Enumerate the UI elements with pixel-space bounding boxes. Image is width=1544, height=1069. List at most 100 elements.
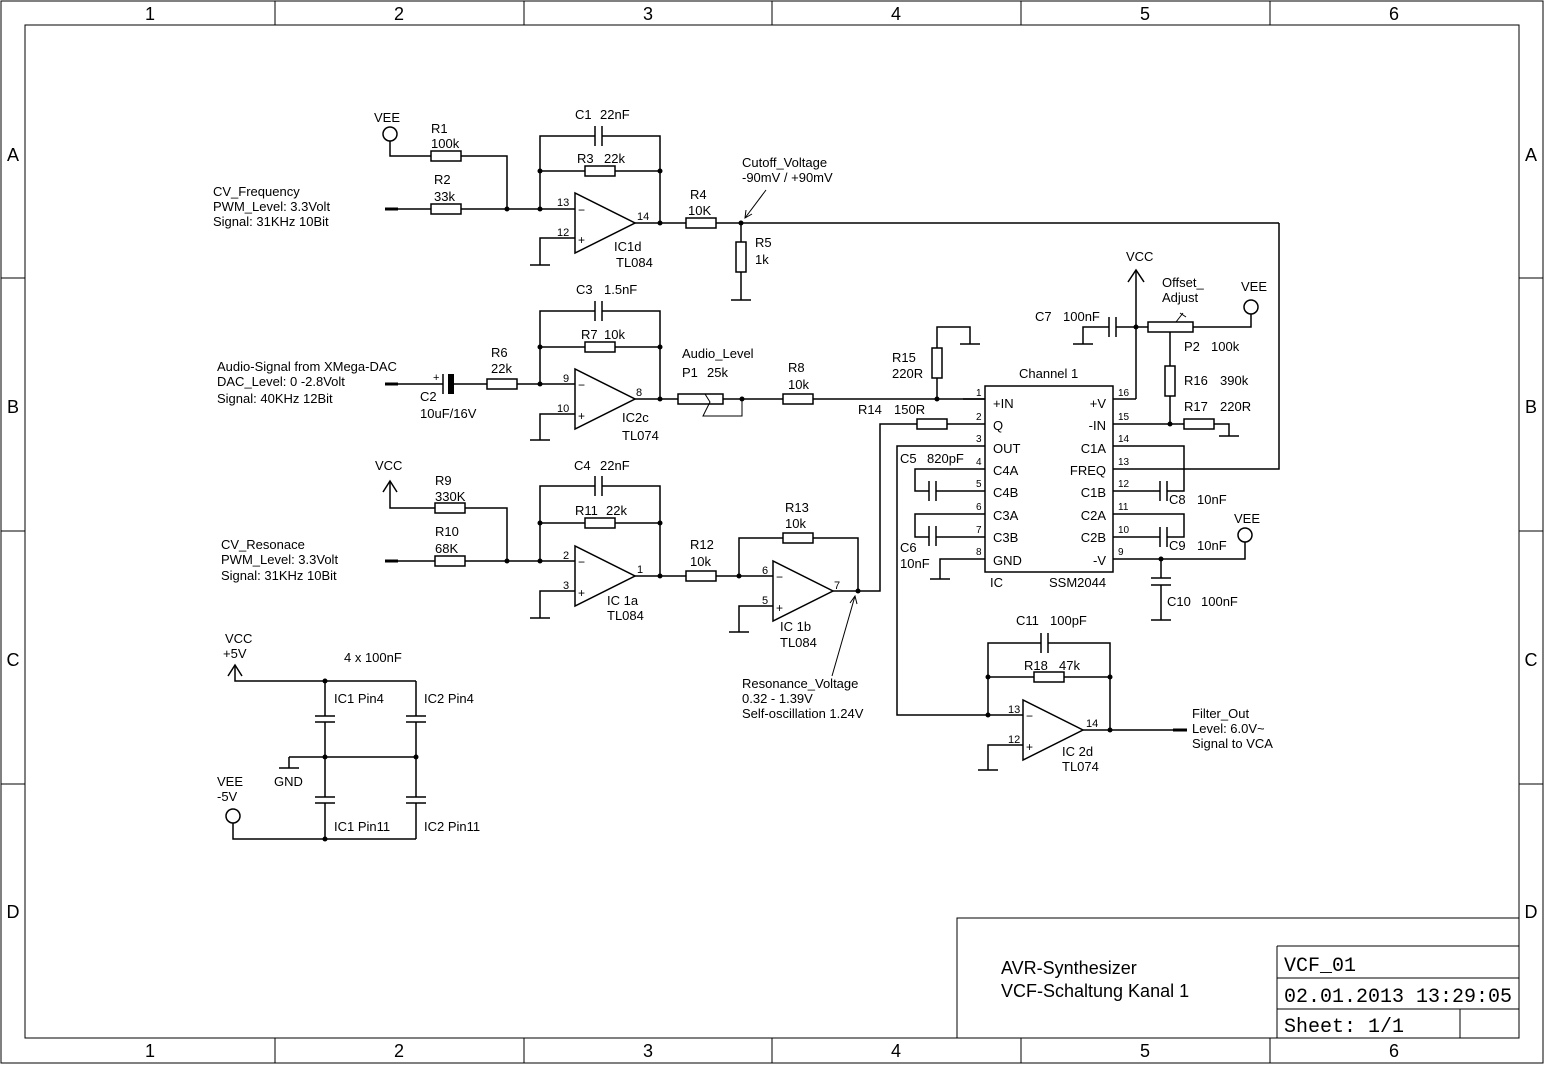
ssm-pin-num: 9 — [1118, 547, 1124, 558]
pin-num: 10 — [557, 403, 569, 415]
ic2-pin4-label: IC2 Pin4 — [424, 691, 474, 706]
c8-value: 10nF — [1197, 492, 1227, 507]
vee-label: VEE — [1241, 279, 1267, 294]
cv-resonance-label: CV_Resonace — [221, 537, 305, 552]
project-subtitle: VCF-Schaltung Kanal 1 — [1001, 981, 1189, 1001]
cv-resonance-stage: VCC R9 330K R10 68K CV_Resonace PWM_Leve… — [221, 458, 864, 721]
pin-num: 8 — [636, 387, 642, 399]
r3-value: 22k — [604, 151, 625, 166]
c2-ref: C2 — [420, 389, 437, 404]
ssm-pin-name: C1B — [1081, 485, 1106, 500]
offset-adjust-label: Offset_ — [1162, 275, 1204, 290]
r10-value: 68K — [435, 541, 458, 556]
resonance-self-oscillation: Self-oscillation 1.24V — [742, 706, 864, 721]
col-label-top: 3 — [643, 4, 653, 24]
ssm-pin-num: 7 — [976, 525, 982, 536]
col-label-bottom: 2 — [394, 1041, 404, 1061]
r4-value: 10K — [688, 203, 711, 218]
opamp-ic1b — [772, 559, 835, 623]
ssm-pin-num: 14 — [1118, 434, 1130, 445]
vee-label: VEE — [217, 774, 243, 789]
audio-signal-label: Audio-Signal from XMega-DAC — [217, 359, 397, 374]
decoupling-caps-label: 4 x 100nF — [344, 650, 402, 665]
ic1b-value: TL084 — [780, 635, 817, 650]
filter-out-label: Filter_Out — [1192, 706, 1249, 721]
c5-value: 820pF — [927, 451, 964, 466]
pin-num: 14 — [1086, 718, 1098, 730]
vee-label: VEE — [1234, 511, 1260, 526]
ssm-pin-name: C3B — [993, 530, 1018, 545]
pin-num: 12 — [557, 227, 569, 239]
ssm-pin-name: OUT — [993, 441, 1021, 456]
pin-num: 13 — [1008, 704, 1020, 716]
c11-value: 100pF — [1050, 613, 1087, 628]
drawing-date: 02.01.2013 13:29:05 — [1284, 986, 1512, 1009]
p2-value: 100k — [1211, 339, 1240, 354]
c4-ref: C4 — [574, 458, 591, 473]
ssm-pin-name: +V — [1090, 396, 1107, 411]
r10-ref: R10 — [435, 524, 459, 539]
audio-signal-spec: Signal: 40KHz 12Bit — [217, 391, 333, 406]
r13-ref: R13 — [785, 500, 809, 515]
pin-num: 9 — [563, 373, 569, 385]
col-label-bottom: 6 — [1389, 1041, 1399, 1061]
ic2-pin11-label: IC2 Pin11 — [424, 819, 480, 834]
r6-value: 22k — [491, 361, 512, 376]
pin-num: 3 — [563, 580, 569, 592]
opamp-ic1d — [574, 191, 637, 255]
p1-ref: P1 — [682, 365, 698, 380]
cv-frequency-signal: Signal: 31KHz 10Bit — [213, 214, 329, 229]
c7-ref: C7 — [1035, 309, 1052, 324]
r18-value: 47k — [1059, 658, 1080, 673]
audio-dac-level: DAC_Level: 0 -2.8Volt — [217, 374, 345, 389]
r15-ref: R15 — [892, 350, 916, 365]
ssm-pin-num: 16 — [1118, 388, 1130, 399]
resistor-r16 — [1164, 365, 1176, 397]
svg-text:+: + — [578, 586, 585, 600]
row-label-left: C — [7, 650, 20, 670]
ic1b-ref: IC 1b — [780, 619, 811, 634]
ssm-pin-num: 12 — [1118, 479, 1130, 490]
pin-num: 12 — [1008, 734, 1020, 746]
col-label-top: 1 — [145, 4, 155, 24]
r18-ref: R18 — [1024, 658, 1048, 673]
r17-ref: R17 — [1184, 399, 1208, 414]
ic2c-value: TL074 — [622, 428, 659, 443]
vcc-label: VCC — [1126, 249, 1153, 264]
vee-label: VEE — [374, 110, 400, 125]
c1-ref: C1 — [575, 107, 592, 122]
opamp-ic2d — [1022, 698, 1085, 762]
audio-input-stage: Audio-Signal from XMega-DAC DAC_Level: 0… — [217, 282, 985, 443]
ic2d-value: TL074 — [1062, 759, 1099, 774]
resistor-r4 — [685, 217, 717, 229]
ssm-pin-num: 15 — [1118, 412, 1130, 423]
ic1-pin4-label: IC1 Pin4 — [334, 691, 384, 706]
r16-ref: R16 — [1184, 373, 1208, 388]
r12-value: 10k — [690, 554, 711, 569]
svg-text:+: + — [776, 601, 783, 615]
resistor-r13 — [782, 532, 814, 544]
svg-text:+: + — [433, 372, 439, 384]
project-title: AVR-Synthesizer — [1001, 958, 1137, 978]
p2-ref: P2 — [1184, 339, 1200, 354]
ssm-pin-name: C4A — [993, 463, 1019, 478]
resistor-r5 — [735, 241, 747, 273]
cv-resonance-signal: Signal: 31KHz 10Bit — [221, 568, 337, 583]
col-label-top: 4 — [891, 4, 901, 24]
c3-value: 1.5nF — [604, 282, 637, 297]
potentiometer-p2 — [1147, 321, 1194, 333]
ssm-pin-name: C1A — [1081, 441, 1107, 456]
svg-text:+: + — [1026, 740, 1033, 754]
vcc-label: VCC — [375, 458, 402, 473]
ssm2044-value: SSM2044 — [1049, 575, 1106, 590]
pin-num: 2 — [563, 550, 569, 562]
ssm-pin-num: 5 — [976, 479, 982, 490]
resistor-r7 — [584, 341, 616, 353]
r16-value: 390k — [1220, 373, 1249, 388]
row-label-left: B — [7, 397, 19, 417]
svg-text:−: − — [578, 203, 585, 217]
svg-text:+: + — [578, 233, 585, 247]
pin-num: 5 — [762, 595, 768, 607]
